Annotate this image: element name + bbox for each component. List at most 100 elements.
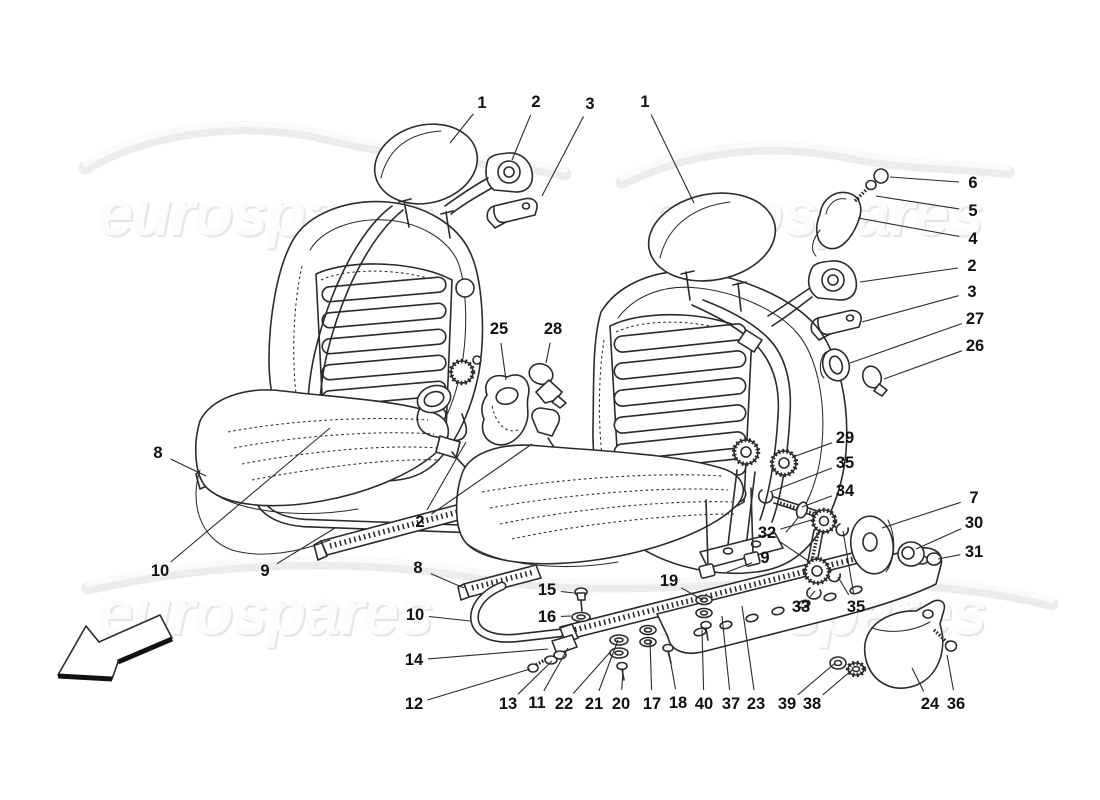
seat-support-bracket-right <box>699 469 784 569</box>
leader-line <box>792 442 833 458</box>
callout-24: 24 <box>921 695 940 713</box>
leader-line <box>857 217 960 238</box>
leader-line <box>680 587 704 601</box>
callout-40: 40 <box>695 695 713 713</box>
direction-arrow <box>57 614 173 682</box>
callout-2: 2 <box>967 257 976 275</box>
leader-line <box>778 540 811 563</box>
callout-3: 3 <box>967 283 976 301</box>
headrest-left <box>373 123 479 239</box>
shield-panel-part-24 <box>863 599 946 689</box>
leader-line <box>889 176 960 183</box>
leader-line <box>875 195 960 210</box>
callout-4: 4 <box>968 230 978 248</box>
cushion-right <box>455 444 745 567</box>
leader-line <box>797 663 835 696</box>
callout-23: 23 <box>747 695 765 713</box>
leader-line <box>545 342 551 364</box>
callout-26: 26 <box>966 337 984 355</box>
circlip-part-35 <box>835 523 849 537</box>
callout-34: 34 <box>836 482 855 500</box>
callout-12: 12 <box>405 695 423 713</box>
callout-37: 37 <box>722 695 740 713</box>
callout-2: 2 <box>531 93 540 111</box>
callout-1: 1 <box>477 94 486 112</box>
watermark-swoosh <box>615 141 1015 189</box>
leader-line <box>741 605 755 691</box>
leader-line <box>427 668 531 701</box>
leader-line <box>701 629 705 691</box>
leader-line <box>822 669 853 696</box>
leader-line <box>572 649 613 694</box>
adjuster-knob-part-29 <box>769 448 799 478</box>
buckle-cover-part-25 <box>481 374 530 446</box>
leader-line <box>431 443 533 515</box>
callout-7: 7 <box>969 489 978 507</box>
leader-line <box>598 639 619 692</box>
callout-30: 30 <box>965 514 983 532</box>
leader-line <box>511 114 532 161</box>
leader-line <box>861 295 959 323</box>
belt-latch-right <box>737 329 763 353</box>
callout-14: 14 <box>405 651 424 669</box>
leader-line <box>946 654 955 691</box>
leader-line <box>911 667 925 692</box>
grommet-part-27 <box>819 348 851 382</box>
callout-10: 10 <box>151 562 169 580</box>
watermark-swoosh-highlight <box>85 555 1055 603</box>
callout-18: 18 <box>669 694 687 712</box>
callout-29: 29 <box>836 429 854 447</box>
recline-hub-left <box>448 355 482 386</box>
leader-line <box>842 530 855 594</box>
circlip-part-33 <box>806 587 822 600</box>
recliner-parts <box>731 437 942 600</box>
leader-line <box>801 495 833 508</box>
leader-line <box>883 350 962 380</box>
belt-retractor-left-part-2 <box>444 152 534 215</box>
belt-retractor-right-part-2 <box>807 260 858 301</box>
leader-line <box>859 267 959 283</box>
leader-line <box>769 467 833 493</box>
leader-line <box>276 527 336 565</box>
headrest-posts-left <box>398 198 454 239</box>
callout-6: 6 <box>968 174 977 192</box>
plug-part-28 <box>528 362 567 409</box>
sprocket-lower-part-32 <box>802 556 832 586</box>
leader-line <box>780 518 816 530</box>
callout-16: 16 <box>538 608 556 626</box>
callout-28: 28 <box>544 320 562 338</box>
cushion-stripes-right <box>481 474 735 540</box>
mount-bracket-right-part-3 <box>810 309 862 341</box>
headrest-posts-right <box>680 270 747 312</box>
support-tube-right <box>470 581 565 643</box>
adjuster-knob-seat <box>731 437 761 467</box>
callout-22: 22 <box>555 695 573 713</box>
callout-39: 39 <box>778 695 796 713</box>
cushion-stripes-left <box>227 417 441 481</box>
watermark-swoosh-highlight <box>619 141 1011 181</box>
leader-line <box>915 528 962 550</box>
leader-line <box>541 116 584 197</box>
callout-1: 1 <box>640 93 649 111</box>
ball-stud-part-6 <box>873 168 889 184</box>
callout-9: 9 <box>760 549 769 567</box>
leader-line <box>881 501 961 529</box>
leader-line <box>837 576 850 596</box>
leader-line <box>426 441 467 511</box>
leader-line <box>649 639 653 691</box>
leader-line <box>809 590 816 597</box>
callout-9: 9 <box>260 562 269 580</box>
belt-guide-knob-left <box>455 278 475 298</box>
circlip-part-35 <box>757 489 774 504</box>
leader-line <box>430 573 465 589</box>
callout-20: 20 <box>612 695 630 713</box>
callout-27: 27 <box>966 310 984 328</box>
leader-line <box>650 114 695 204</box>
leader-line <box>449 113 474 144</box>
callout-2: 2 <box>415 513 424 531</box>
bolt-small <box>616 661 628 681</box>
cushion-left <box>195 389 450 555</box>
callout-38: 38 <box>803 695 821 713</box>
seat-rail-inner-right <box>457 564 542 601</box>
